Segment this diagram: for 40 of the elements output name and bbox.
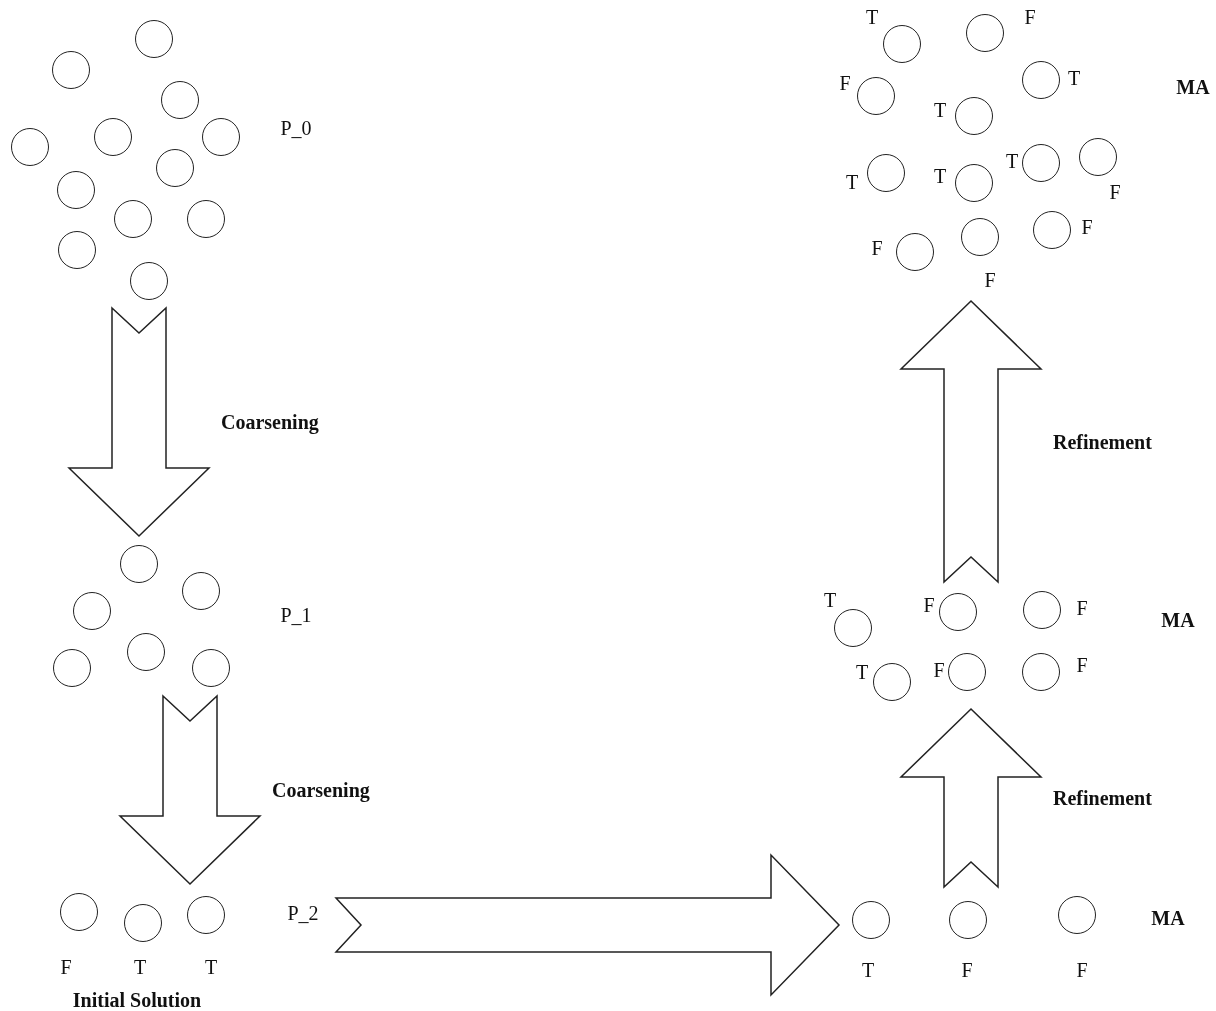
state-label: F: [961, 959, 973, 981]
method-label: MA: [1161, 609, 1195, 631]
state-label: F: [933, 659, 945, 681]
state-label: F: [839, 72, 851, 94]
block-arrow: [899, 299, 1043, 584]
state-label: F: [1076, 959, 1088, 981]
state-label: T: [855, 661, 869, 683]
state-label: F: [984, 269, 996, 291]
state-label: F: [1076, 597, 1088, 619]
method-label: MA: [1151, 907, 1185, 929]
state-label: T: [133, 956, 147, 978]
state-label: F: [1081, 216, 1093, 238]
state-label: F: [1109, 181, 1121, 203]
state-label: F: [871, 237, 883, 259]
state-label: F: [1076, 654, 1088, 676]
state-label: T: [933, 99, 947, 121]
state-label: F: [923, 594, 935, 616]
block-arrow: [334, 853, 841, 997]
edge-label: Refinement: [1053, 787, 1152, 809]
edge-label: Coarsening: [221, 411, 319, 433]
block-arrow: [67, 306, 211, 538]
state-label: F: [1024, 6, 1036, 28]
method-label: MA: [1176, 76, 1210, 98]
state-label: T: [933, 165, 947, 187]
state-label: T: [865, 6, 879, 28]
block-arrow: [118, 694, 262, 886]
state-label: T: [823, 589, 837, 611]
state-label: F: [60, 956, 72, 978]
level-label: P_0: [280, 117, 312, 139]
level-label: P_1: [280, 604, 312, 626]
edge-label: Coarsening: [272, 779, 370, 801]
level-label: P_2: [287, 902, 319, 924]
edge-label: Refinement: [1053, 430, 1152, 453]
state-label: T: [861, 959, 875, 981]
caption-label: Initial Solution: [72, 989, 202, 1011]
state-label: T: [204, 956, 218, 978]
state-label: T: [1005, 150, 1019, 172]
block-arrow: [899, 707, 1043, 889]
state-label: T: [845, 171, 859, 193]
state-label: T: [1067, 67, 1081, 89]
